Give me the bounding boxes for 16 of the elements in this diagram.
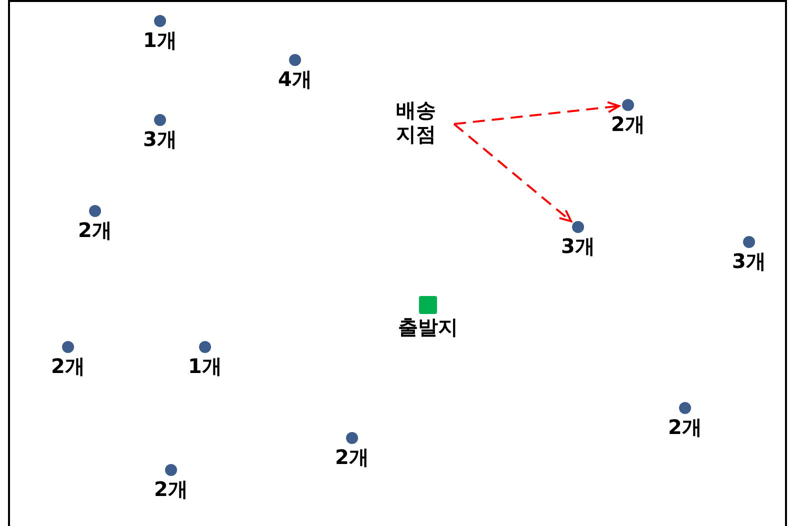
count-label: 2개 (335, 446, 369, 468)
dashed-arrow (454, 101, 620, 125)
count-label: 2개 (668, 416, 702, 438)
count-label: 2개 (78, 219, 112, 241)
point-label: 배송 지점 (395, 98, 437, 146)
depot-label: 출발지 (398, 316, 458, 338)
count-label: 1개 (143, 29, 177, 51)
count-label: 2개 (611, 113, 645, 135)
count-label: 3개 (732, 250, 766, 272)
count-label: 3개 (143, 128, 177, 150)
count-label: 2개 (51, 355, 85, 377)
count-label: 1개 (188, 355, 222, 377)
count-label: 2개 (154, 478, 188, 500)
count-label: 3개 (561, 235, 595, 257)
dashed-arrow (453, 123, 572, 222)
count-label: 4개 (278, 68, 312, 90)
